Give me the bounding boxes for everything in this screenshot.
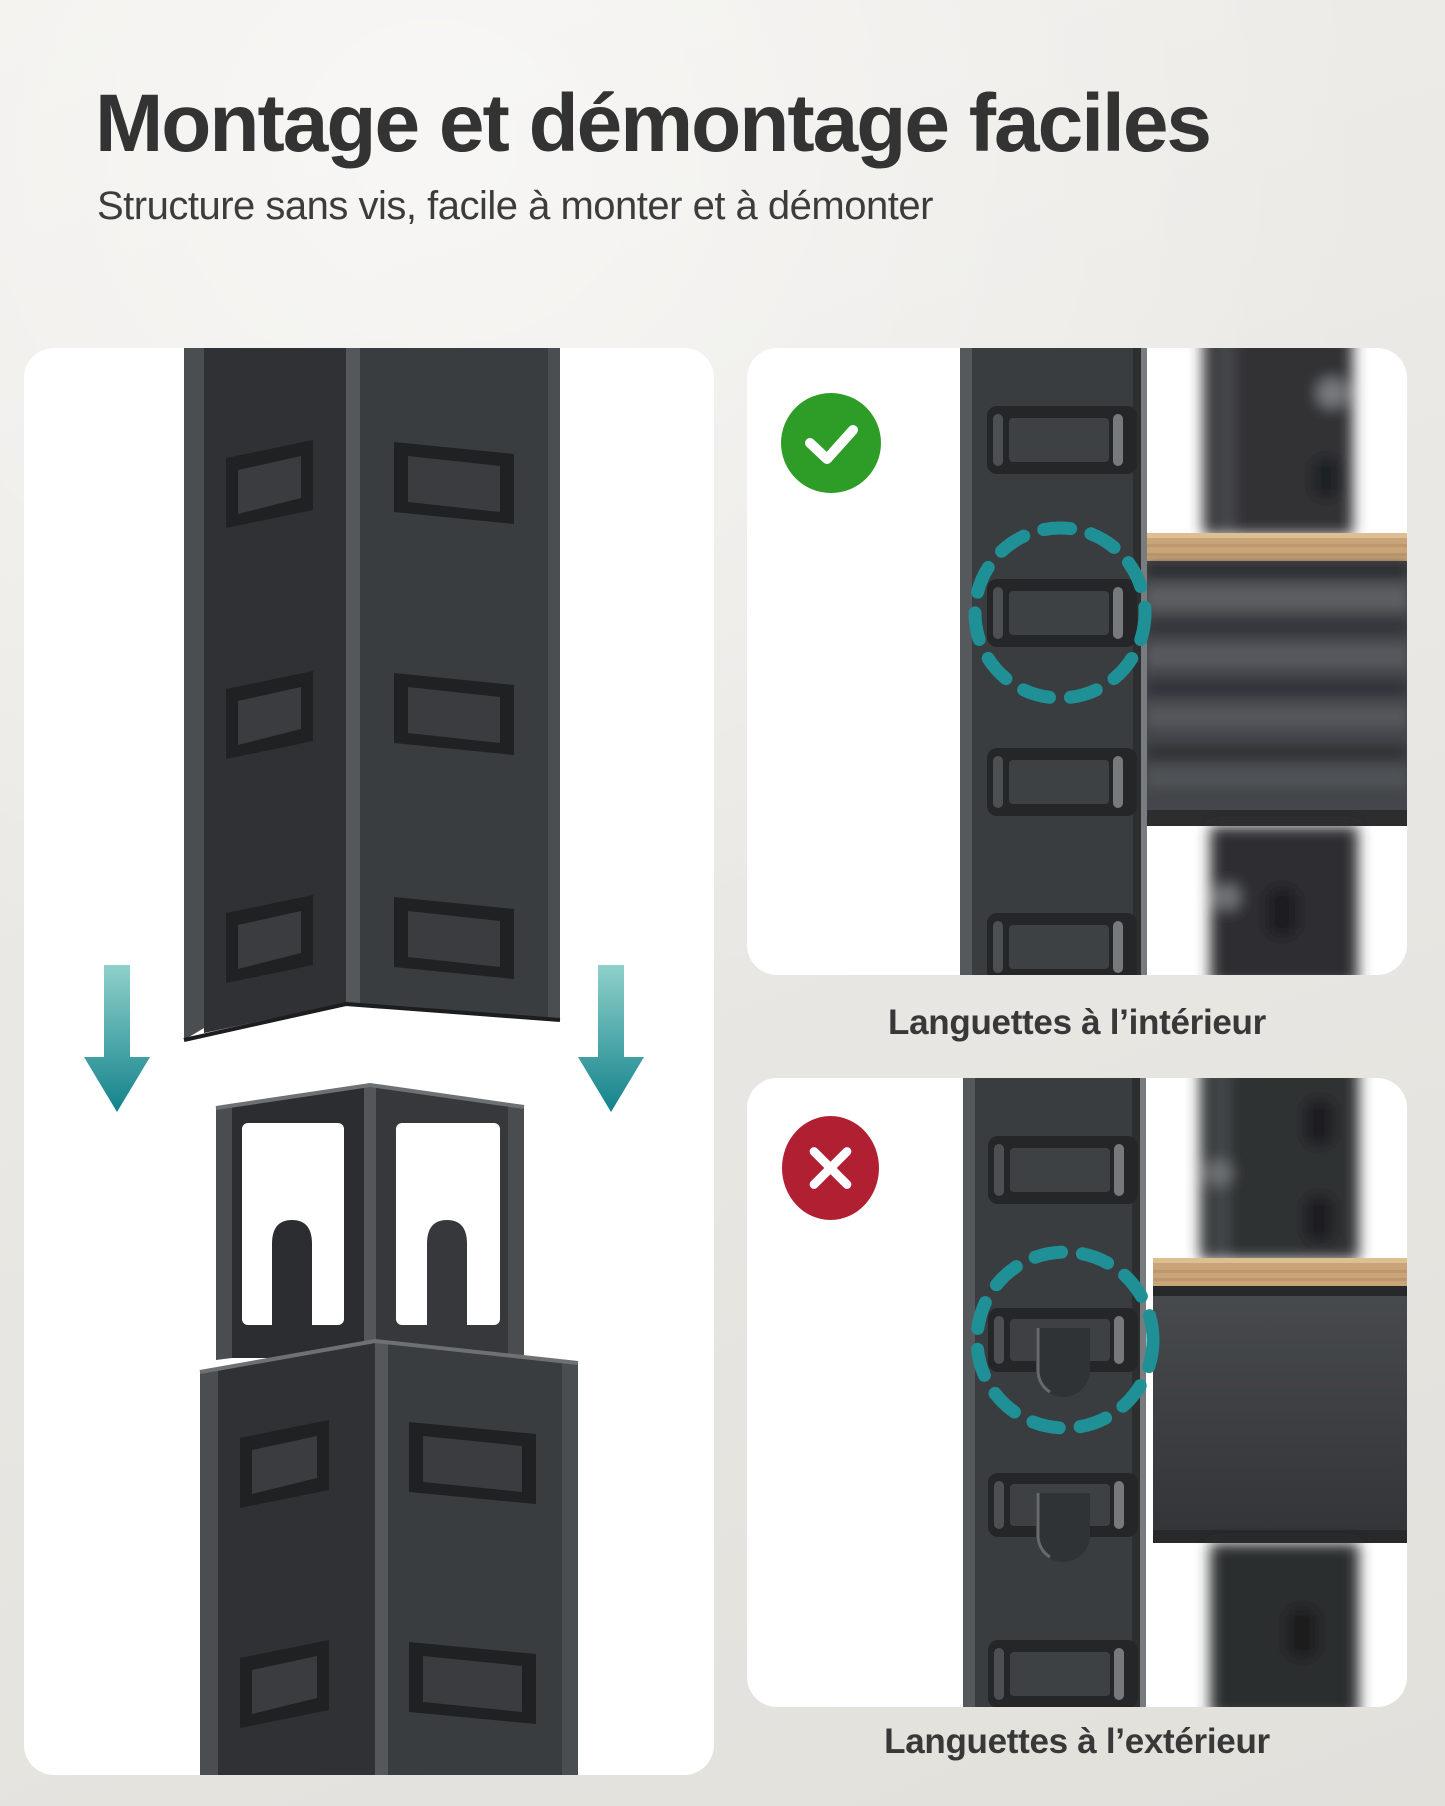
- connector-slot-right: [396, 1123, 500, 1325]
- post-tab-outward: [988, 1308, 1138, 1397]
- post-tab: [987, 913, 1137, 975]
- corner-connector: [215, 1082, 525, 1360]
- post-tab: [988, 1640, 1138, 1707]
- connector-slot-left: [242, 1123, 344, 1325]
- post-tab: [987, 748, 1137, 816]
- post-tab: [987, 406, 1137, 474]
- post-tab: [988, 1136, 1138, 1204]
- background-post: [1203, 348, 1353, 535]
- header: Montage et démontage faciles Structure s…: [95, 78, 1395, 229]
- shelf-beam: [1153, 1286, 1407, 1543]
- background-post: [1200, 1078, 1359, 1260]
- post-tab: [240, 1420, 536, 1508]
- dashed-circle-icon: [968, 521, 1152, 705]
- post-tab: [240, 1640, 536, 1728]
- background-post: [1210, 826, 1358, 975]
- wood-shelf: [1147, 533, 1407, 561]
- post-assembly-illustration: [84, 348, 644, 1775]
- cross-glyph: [809, 1147, 852, 1189]
- upper-post: [183, 348, 561, 1042]
- post-tab-outward: [988, 1473, 1138, 1562]
- post-tab: [226, 440, 514, 528]
- check-glyph: [805, 425, 858, 464]
- correct-caption: Languettes à l’intérieur: [888, 1003, 1266, 1042]
- post-tab: [226, 671, 514, 759]
- check-icon: [781, 393, 881, 493]
- lower-post: [199, 1338, 579, 1775]
- post-tab: [226, 895, 514, 983]
- shelf-beam: [1147, 561, 1407, 826]
- tabs-inside-illustration: [960, 348, 1407, 975]
- down-arrow-icon: [578, 965, 644, 1112]
- cross-icon: [782, 1116, 879, 1220]
- dashed-circle-icon: [970, 1245, 1160, 1435]
- assembly-panel: [24, 348, 714, 1775]
- post-tab: [987, 579, 1137, 647]
- page-title: Montage et démontage faciles: [95, 78, 1212, 169]
- background-post: [1210, 1543, 1359, 1707]
- down-arrow-icon: [84, 965, 150, 1112]
- incorrect-caption: Languettes à l’extérieur: [884, 1722, 1270, 1761]
- wood-shelf: [1153, 1258, 1407, 1286]
- incorrect-example-panel: [747, 1078, 1407, 1707]
- tabs-outside-illustration: [963, 1078, 1407, 1707]
- page-subtitle: Structure sans vis, facile à monter et à…: [97, 183, 933, 228]
